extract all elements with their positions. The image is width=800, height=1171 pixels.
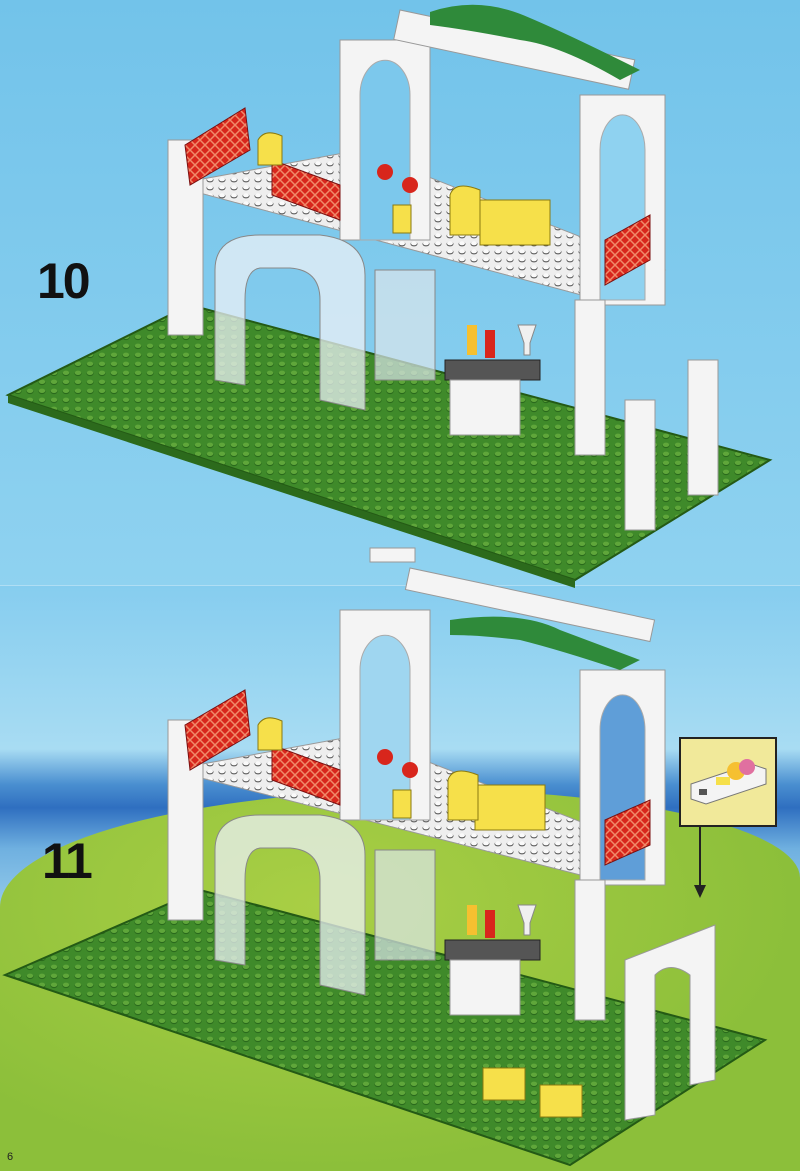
glass-arch (214, 814, 366, 996)
arch-piece-icon (690, 759, 767, 805)
counter-base (449, 379, 521, 436)
counter-base (449, 959, 521, 1016)
lamp-brick (369, 547, 416, 563)
red-railing (184, 689, 251, 771)
page-fold (0, 585, 800, 586)
yellow-brick (539, 1084, 583, 1118)
parts-callout (679, 737, 777, 827)
red-railing (271, 159, 341, 221)
red-goblet (485, 910, 495, 938)
yellow-goblet (467, 905, 477, 935)
glass-panel (374, 269, 436, 381)
page-number: 6 (7, 1151, 14, 1163)
yellow-table (474, 784, 546, 831)
step-11-model (2, 547, 768, 1167)
flower-pot (392, 204, 412, 234)
yellow-brick (482, 1067, 526, 1101)
yellow-table (479, 199, 551, 246)
pillar (624, 399, 656, 531)
top-beam (404, 567, 656, 643)
yellow-goblet (467, 325, 477, 355)
pillar (574, 879, 606, 1021)
step-number-11: 11 (42, 833, 93, 889)
glass-arch (214, 234, 366, 411)
red-flower (402, 762, 418, 778)
yellow-chair (257, 132, 283, 166)
counter (444, 939, 541, 961)
foliage (430, 4, 640, 80)
red-flower (377, 749, 393, 765)
white-goblet (517, 904, 537, 936)
baseplate (5, 303, 773, 582)
step-10-model (5, 4, 773, 588)
yellow-chair (449, 185, 481, 236)
yellow-chair (257, 717, 283, 751)
red-railing (271, 744, 341, 806)
foliage (450, 616, 640, 670)
step-number-10: 10 (37, 253, 91, 309)
pillar (687, 359, 719, 496)
yellow-chair (447, 770, 479, 821)
arch-opening (359, 59, 411, 241)
glass-panel (374, 849, 436, 961)
red-railing (604, 214, 651, 286)
new-arch (624, 924, 716, 1121)
flower-pot (392, 789, 412, 819)
counter (444, 359, 541, 381)
baseplate-edge (8, 395, 575, 588)
arrow-head (694, 885, 706, 898)
white-goblet (517, 324, 537, 356)
pillar (574, 299, 606, 456)
red-goblet (485, 330, 495, 358)
arch-opening (359, 634, 411, 821)
red-railing (604, 799, 651, 866)
red-flower (402, 177, 418, 193)
red-railing (184, 107, 251, 186)
red-flower (377, 164, 393, 180)
